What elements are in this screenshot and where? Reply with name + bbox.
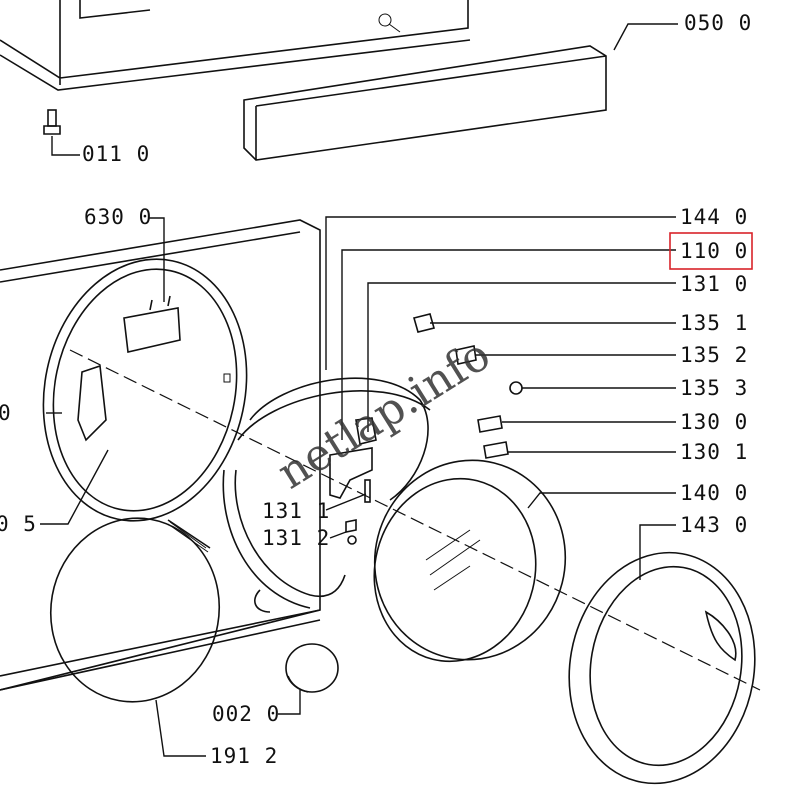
label-1300: 130 0: [680, 410, 748, 434]
label-1352: 135 2: [680, 343, 748, 367]
part-hinge: [329, 417, 377, 503]
assembly-axis: [69, 349, 761, 691]
part-door-glass: [49, 517, 221, 703]
label-cut-0: 0: [0, 401, 12, 425]
part-glass-bowl: [373, 459, 567, 663]
label-1912: 191 2: [210, 744, 278, 768]
part-gasket: [222, 377, 431, 613]
cabinet-top-fragment: [0, 0, 471, 91]
label-1430: 143 0: [680, 513, 748, 537]
label-6300: 630 0: [84, 205, 152, 229]
label-1440: 144 0: [680, 205, 748, 229]
part-front-strip: [243, 45, 607, 161]
label-1312: 131 2: [262, 526, 330, 550]
label-1353: 135 3: [680, 376, 748, 400]
label-cut-05: 0 5: [0, 512, 37, 536]
label-1301: 130 1: [680, 440, 748, 464]
label-1311: 131 1: [262, 499, 330, 523]
part-door-ring: [42, 258, 248, 522]
part-screw: [43, 109, 61, 135]
label-1351: 135 1: [680, 311, 748, 335]
part-labels: 050 0 011 0 630 0 144 0 110 0 131 0 135 …: [0, 11, 752, 768]
label-1400: 140 0: [680, 481, 748, 505]
watermark: netlap.info: [269, 329, 499, 499]
part-knob: [285, 643, 339, 693]
label-0020: 002 0: [212, 702, 280, 726]
label-1310: 131 0: [680, 272, 748, 296]
label-0110: 011 0: [82, 142, 150, 166]
leader-lines: [40, 23, 678, 757]
part-front-panel: [0, 219, 321, 691]
label-1100: 110 0: [680, 239, 748, 263]
label-0500: 050 0: [684, 11, 752, 35]
small-parts: [345, 313, 523, 545]
highlight-box: [669, 232, 753, 270]
part-outer-ring: [568, 551, 756, 785]
